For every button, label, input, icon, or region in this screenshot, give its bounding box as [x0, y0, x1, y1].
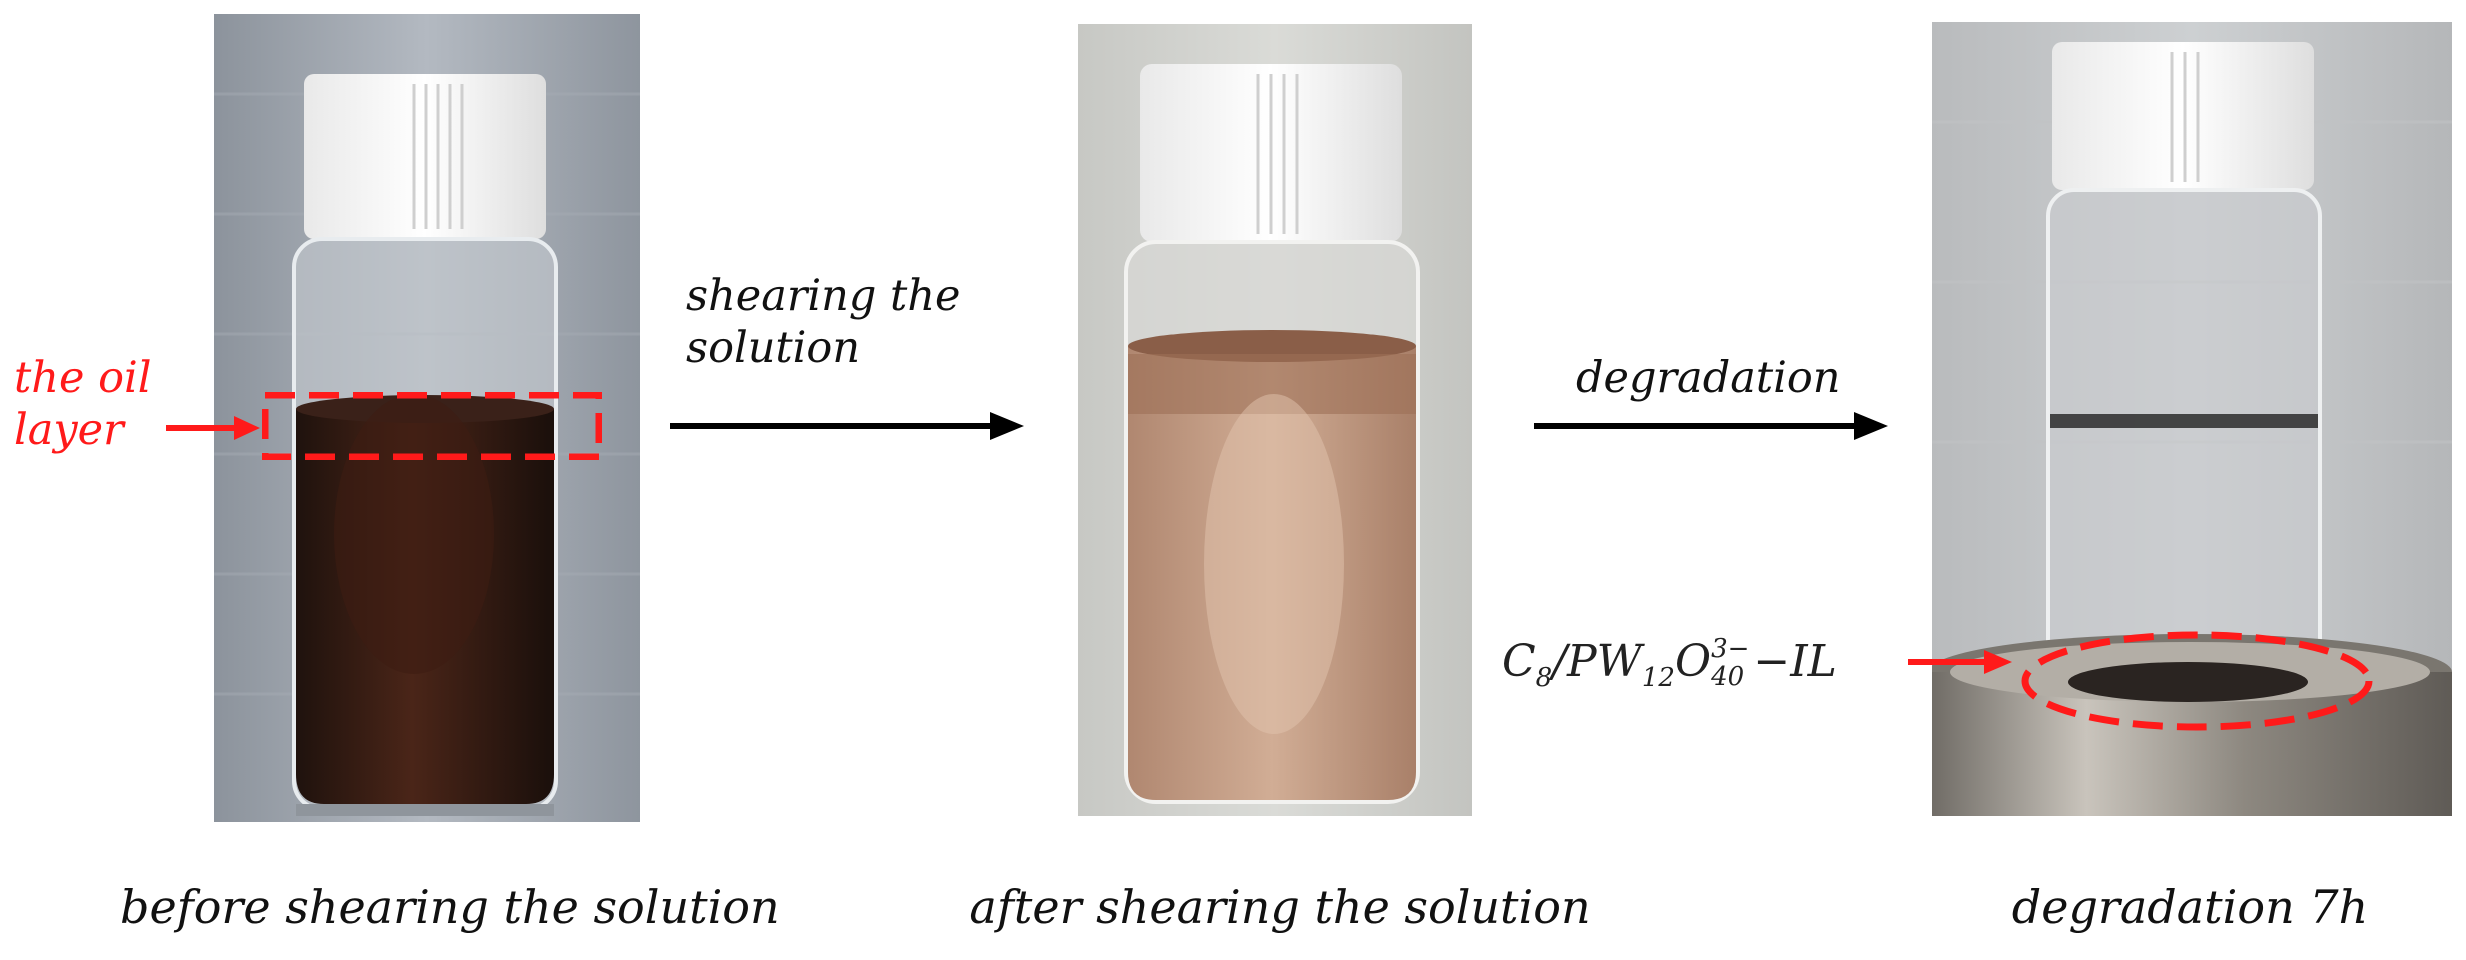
- caption-before-shearing: before shearing the solution: [120, 880, 780, 934]
- shearing-arrow: [670, 412, 1024, 440]
- caption-degradation-7h: degradation 7h: [2011, 880, 2369, 934]
- oil-layer-highlight-box: [262, 392, 602, 460]
- degradation-arrow: [1534, 412, 1888, 440]
- oil-layer-label: the oil layer: [14, 353, 152, 455]
- oil-layer-arrow: [166, 416, 260, 440]
- il-highlight-ellipse: [2021, 631, 2373, 731]
- shearing-label: shearing the solution: [686, 271, 961, 373]
- caption-after-shearing: after shearing the solution: [969, 880, 1591, 934]
- il-arrow: [1908, 650, 2012, 674]
- photo-after-shearing: [1078, 24, 1472, 816]
- photo-before-shearing: [214, 14, 640, 822]
- degradation-label: degradation: [1576, 353, 1841, 403]
- vial-after-image: [1078, 24, 1472, 816]
- vial-before-image: [214, 14, 640, 822]
